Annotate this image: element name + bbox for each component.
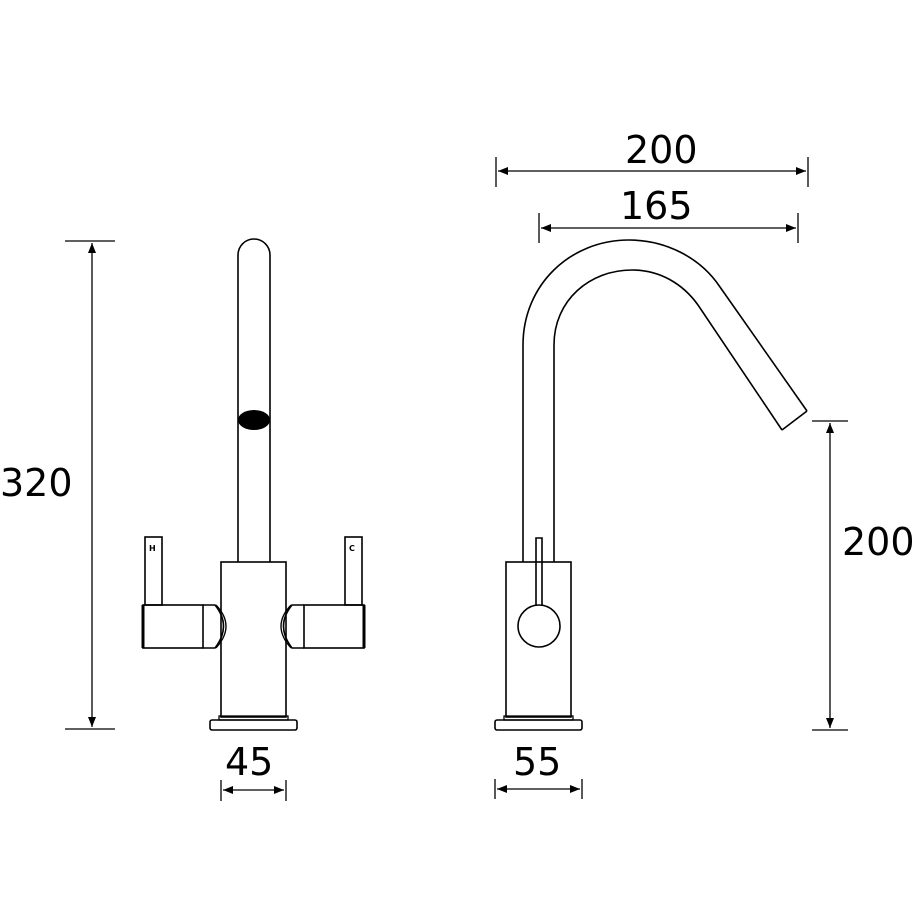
- spout-height-label: 200: [842, 520, 915, 564]
- aerator-outlet: [238, 410, 270, 430]
- spout-reach-label: 165: [620, 184, 693, 228]
- side-spout: [522, 239, 808, 562]
- front-spout: [237, 238, 271, 562]
- side-lever: [517, 537, 561, 648]
- cold-label: C: [349, 544, 355, 553]
- side-base: [494, 715, 583, 731]
- spout-reach-dimension: 165: [538, 184, 799, 243]
- height-label: 320: [0, 461, 73, 505]
- front-base: [209, 715, 298, 731]
- overall-reach-label: 200: [625, 128, 698, 172]
- cold-handle: C: [280, 536, 366, 649]
- front-body: [220, 561, 287, 718]
- height-dimension: 320: [0, 240, 115, 730]
- side-view: 200 165: [494, 128, 915, 799]
- front-base-width-dimension: 45: [220, 740, 287, 801]
- spout-height-dimension: 200: [812, 420, 915, 731]
- side-base-width-label: 55: [513, 740, 561, 784]
- front-view: 320 H C: [0, 238, 366, 801]
- hot-handle: H: [141, 536, 227, 649]
- hot-label: H: [149, 544, 156, 553]
- side-base-width-dimension: 55: [494, 740, 583, 799]
- side-body: [505, 561, 572, 718]
- overall-reach-dimension: 200: [495, 128, 809, 187]
- front-base-width-label: 45: [225, 740, 273, 784]
